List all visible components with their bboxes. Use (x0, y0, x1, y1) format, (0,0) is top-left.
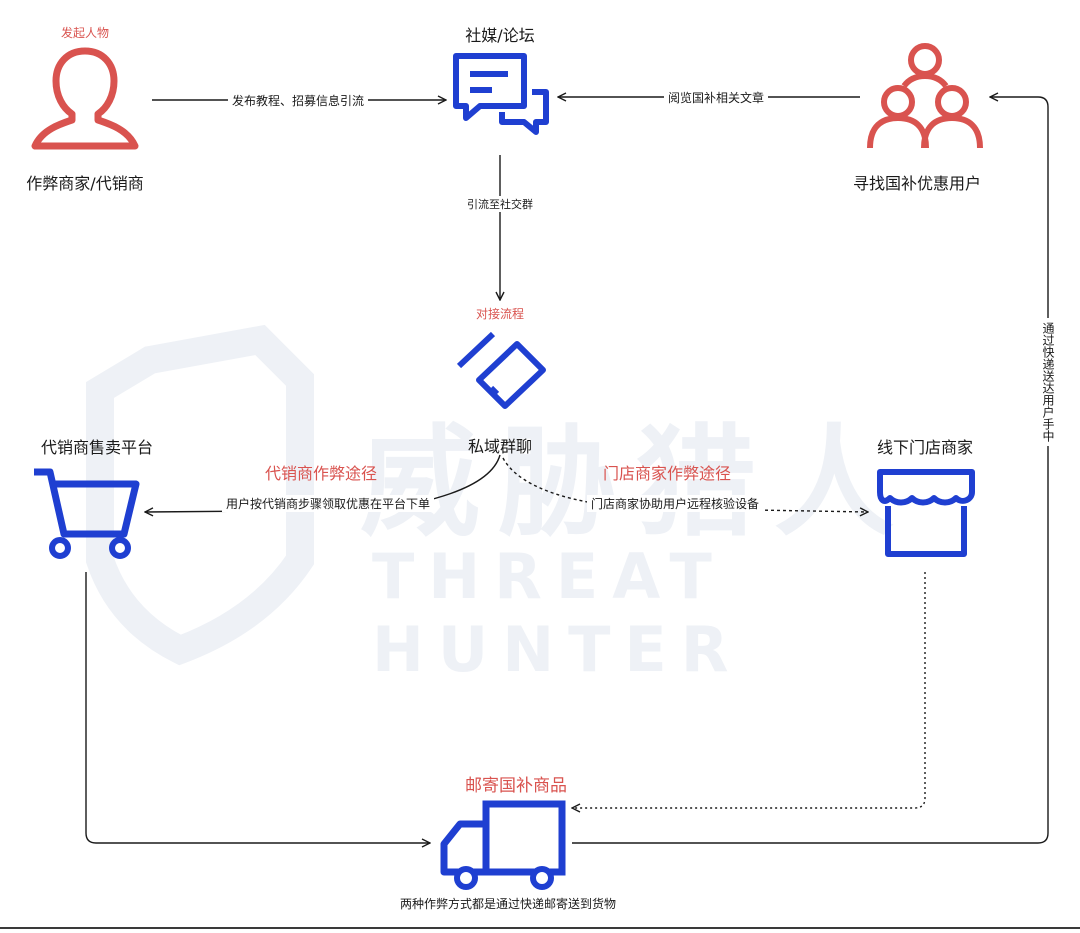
shipping-label: 两种作弊方式都是通过快递邮寄送到货物 (399, 897, 617, 911)
private-group-tag: 对接流程 (475, 307, 525, 321)
store-path-desc: 门店商家协助用户远程核验设备 (586, 495, 764, 512)
edge-label-to-group: 引流至社交群 (463, 196, 537, 212)
truck-icon (440, 800, 566, 890)
shopping-cart-icon (34, 468, 140, 559)
group-icon (867, 43, 983, 149)
shipping-tag: 邮寄国补商品 (465, 776, 567, 796)
store-path-title: 门店商家作弊途径 (602, 464, 732, 483)
bottom-divider (0, 927, 1080, 929)
card-tag-icon (456, 331, 546, 409)
edge-label-deliver: 通过快递送达用户手中 (1040, 318, 1057, 446)
edge-group-store (502, 457, 868, 512)
reseller-platform-label: 代销商售卖平台 (40, 438, 154, 457)
private-group-label: 私域群聊 (467, 437, 533, 456)
edge-label-post-tutorial: 发布教程、招募信息引流 (227, 92, 369, 109)
reseller-path-desc: 用户按代销商步骤领取优惠在平台下单 (221, 495, 435, 512)
edge-label-browse-articles: 阅览国补相关文章 (663, 89, 769, 106)
initiator-label: 作弊商家/代销商 (26, 174, 144, 193)
watermark-cn: 威胁猎人 (360, 414, 912, 553)
social-label: 社媒/论坛 (465, 26, 535, 45)
watermark-en: THREAT HUNTER (372, 540, 743, 686)
offline-store-label: 线下门店商家 (876, 438, 974, 457)
users-label: 寻找国补优惠用户 (852, 174, 982, 193)
chat-bubbles-icon (453, 53, 549, 135)
storefront-icon (877, 469, 975, 557)
edge-reseller-truck (85, 572, 430, 843)
person-icon (31, 47, 139, 150)
edge-store-truck (572, 572, 926, 808)
edge-truck-users (572, 97, 1049, 844)
initiator-tag: 发起人物 (60, 26, 110, 40)
reseller-path-title: 代销商作弊途径 (264, 464, 378, 483)
